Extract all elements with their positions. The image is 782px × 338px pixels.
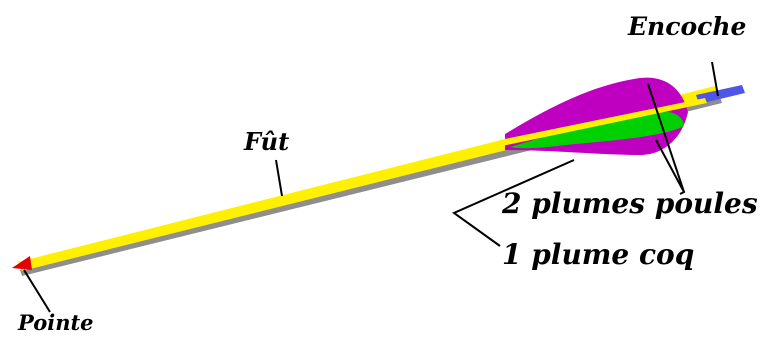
leader-plume-coq: [451, 159, 575, 247]
leader-encoche: [711, 61, 719, 97]
label-plumes-poules: 2 plumes poules: [502, 187, 758, 220]
cock-feather: [510, 111, 684, 149]
arrow-nock: [696, 85, 745, 104]
label-fut: Fût: [244, 127, 290, 156]
leader-plumes-poules-2: [655, 139, 685, 193]
leader-lines: [23, 61, 719, 313]
label-plume-coq: 1 plume coq: [502, 238, 695, 271]
label-pointe: Pointe: [18, 310, 94, 335]
arrow-tip: [12, 256, 32, 270]
leader-fut: [275, 159, 283, 197]
label-encoche: Encoche: [628, 12, 747, 41]
shaft-through-fletching: [500, 98, 707, 146]
leader-pointe: [23, 269, 51, 313]
